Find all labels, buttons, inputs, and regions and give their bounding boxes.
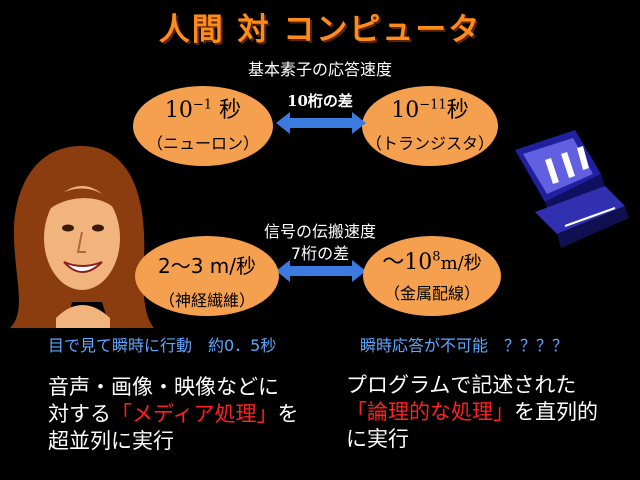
computer-line-3: に実行	[346, 427, 409, 451]
computer-line-2: 「論理的な処理」を直列的	[346, 399, 598, 426]
transistor-speed: 10−11秒	[362, 92, 498, 124]
human-line-3: 超並列に実行	[48, 429, 174, 453]
signal-arrow-icon	[276, 260, 366, 282]
wire-unit: m/秒	[440, 253, 482, 274]
transistor-base: 10	[391, 98, 420, 123]
response-header: 基本素子の応答速度	[247, 60, 392, 79]
human-description: 音声・画像・映像などに 対する「メディア処理」を 超並列に実行	[48, 374, 299, 455]
response-diff: 10桁の差	[287, 92, 353, 110]
wire-label: （金属配線）	[383, 284, 480, 303]
transistor-exp: −11	[419, 97, 447, 113]
human-line-2: 対する「メディア処理」を	[48, 401, 299, 428]
right-note: 瞬時応答が不可能 ？？？？	[360, 336, 569, 355]
human-line-2-pre: 対する	[48, 402, 111, 426]
transistor-label: （トランジスタ）	[365, 134, 494, 153]
wire-exp: 8	[432, 249, 441, 265]
transistor-oval: 10−11秒 （トランジスタ）	[362, 86, 498, 166]
neuron-exp: −1	[192, 97, 213, 113]
wire-prefix: ～10	[382, 250, 433, 275]
response-arrow-icon	[276, 112, 366, 134]
wire-oval: ～108m/秒 （金属配線）	[363, 236, 501, 316]
human-line-2-post: を	[277, 402, 299, 426]
computer-line-1: プログラムで記述された	[346, 373, 577, 397]
transistor-unit: 秒	[446, 98, 469, 123]
media-processing-highlight: 「メディア処理」	[111, 402, 278, 426]
neuron-label: （ニューロン）	[146, 134, 259, 153]
nerve-speed: 2～3 m/秒	[157, 254, 257, 278]
neuron-unit: 秒	[219, 98, 242, 123]
woman-portrait-icon	[10, 146, 154, 328]
left-note: 目で見て瞬時に行動 約0．5秒	[48, 336, 277, 355]
page-title: 人間 対 コンピュータ	[158, 12, 482, 48]
signal-header: 信号の伝搬速度	[263, 222, 376, 241]
nerve-oval: 2～3 m/秒 （神経繊維）	[135, 236, 279, 316]
computer-description: プログラムで記述された 「論理的な処理」を直列的 に実行	[346, 372, 598, 453]
wire-speed: ～108m/秒	[363, 244, 501, 276]
nerve-label: （神経繊維）	[158, 291, 255, 310]
neuron-base: 10	[164, 98, 193, 123]
signal-diff: 7桁の差	[290, 244, 350, 263]
human-line-1: 音声・画像・映像などに	[48, 375, 279, 399]
computer-icon	[515, 130, 629, 248]
neuron-speed: 10−1 秒	[133, 92, 273, 124]
computer-line-2-post: を直列的	[514, 400, 598, 424]
neuron-oval: 10−1 秒 （ニューロン）	[133, 86, 273, 166]
logical-processing-highlight: 「論理的な処理」	[346, 400, 514, 424]
